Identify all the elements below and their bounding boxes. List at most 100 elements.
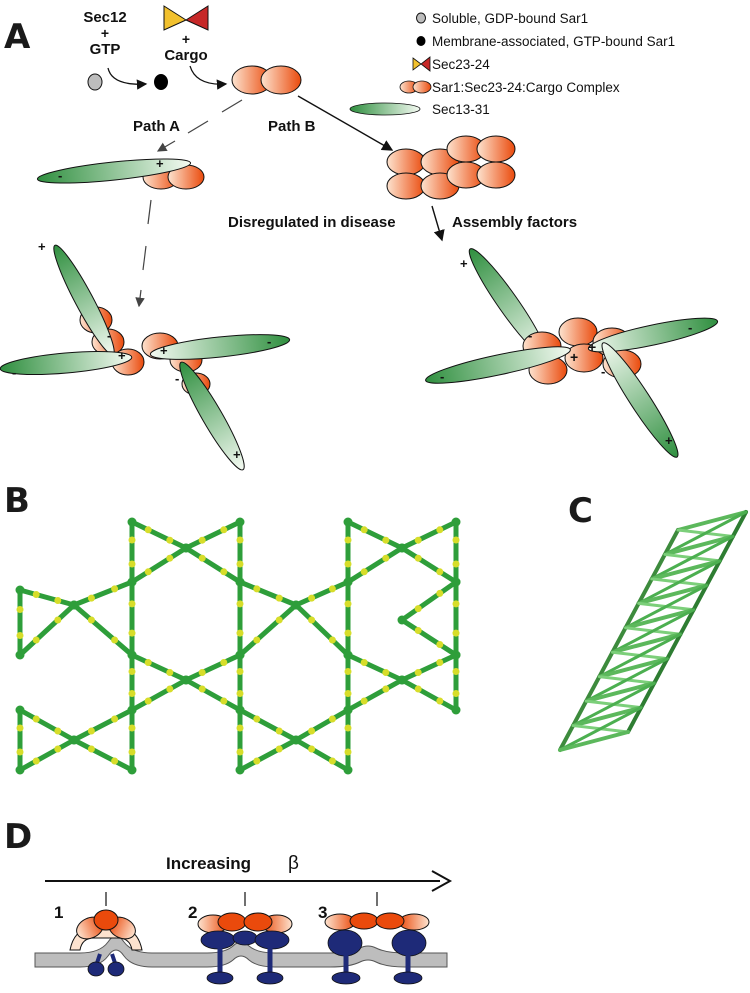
svg-text:-: - (440, 369, 444, 384)
cage-strut (652, 656, 670, 686)
lattice-bead (16, 606, 24, 613)
lattice-bead (382, 685, 390, 693)
lattice-bead (328, 757, 336, 765)
lattice-bead (54, 597, 62, 604)
lattice-rod (71, 737, 135, 773)
lattice-bead (360, 568, 368, 576)
svg-text:-: - (12, 365, 16, 380)
lattice-bead (32, 757, 40, 765)
lattice-bead (198, 554, 206, 562)
lattice-vertex (451, 650, 461, 660)
lattice-vertex (181, 675, 191, 685)
stage-1-label: 1 (54, 903, 63, 922)
lattice-vertex (235, 765, 245, 775)
lattice-bead (236, 629, 244, 637)
lattice-vertex (451, 517, 461, 527)
lattice-vertex (15, 650, 25, 660)
lattice-rod (71, 707, 135, 743)
lattice-vertex (181, 543, 191, 553)
svg-text:+: + (665, 433, 673, 448)
lattice-bead (220, 697, 228, 705)
rod-plus-sign: + (156, 156, 164, 171)
lattice-bead (54, 745, 62, 753)
cage-strut (558, 730, 630, 752)
lattice-rod (71, 602, 135, 658)
arrowhead-icon (431, 870, 453, 892)
lattice-rod (399, 677, 459, 713)
path-b-complex-tetramer (386, 135, 516, 200)
lattice-bead (452, 629, 460, 637)
lattice-bead (166, 536, 174, 544)
lattice-bead (198, 536, 206, 544)
lattice-bead (198, 669, 206, 676)
lattice-rod (293, 707, 351, 743)
lattice-vertex (15, 765, 25, 775)
lattice-bead (87, 745, 95, 753)
cage-strut (662, 528, 680, 557)
lattice-vertex (343, 705, 353, 715)
increasing-label: Increasing (166, 854, 251, 873)
cage-strut (584, 681, 657, 704)
path-a-dash-1 (221, 99, 243, 113)
cage-strut (558, 723, 576, 752)
lattice-rod (293, 579, 351, 608)
lattice-rod (293, 602, 351, 658)
cage-strut (623, 607, 696, 630)
lattice-vertex (235, 577, 245, 587)
legend-complex-icon (399, 80, 432, 94)
lattice-vertex (127, 765, 137, 775)
lattice-rod (17, 587, 77, 608)
lattice-vertex (343, 577, 353, 587)
lattice-bead (414, 669, 422, 676)
lattice-bead (16, 632, 24, 639)
lattice-bead (54, 727, 62, 735)
lattice-bead (452, 690, 460, 697)
lattice-vertex (127, 577, 137, 587)
disregulated-label: Disregulated in disease (228, 214, 396, 231)
cage-strut (665, 632, 683, 661)
lattice-rod (129, 519, 189, 551)
cage-strut (636, 583, 709, 606)
lattice-bead (236, 748, 244, 756)
lattice-bead (436, 568, 444, 576)
lattice-bead (308, 727, 316, 735)
lattice-bead (344, 748, 352, 756)
stage-3-label: 3 (318, 903, 327, 922)
lattice-bead (328, 585, 336, 593)
lattice-bead (360, 526, 368, 534)
lattice-bead (128, 536, 136, 544)
lattice-bead (308, 616, 316, 624)
lattice-bead (452, 668, 460, 675)
lattice-rod (183, 519, 243, 551)
lattice-vertex (69, 735, 79, 745)
lattice-bead (128, 748, 136, 756)
lattice-bead (166, 685, 174, 693)
lattice-bead (144, 568, 152, 576)
lattice-bead (253, 757, 261, 765)
stage-2-budding: 2 (188, 892, 293, 985)
cage-strut (623, 601, 641, 630)
lattice-bead (382, 669, 390, 676)
lattice-bead (236, 560, 244, 568)
stage-3-budding: 3 (318, 892, 430, 985)
lattice-rod (237, 579, 299, 608)
path-a-arrow-2 (135, 289, 145, 308)
svg-text:+: + (118, 348, 126, 363)
sec12-arrow (107, 67, 148, 90)
lattice-bead (128, 668, 136, 675)
cage-strut (678, 607, 696, 637)
svg-text:+: + (588, 339, 596, 355)
lattice-bead (236, 690, 244, 697)
lattice-bead (344, 724, 352, 732)
lattice-bead (87, 727, 95, 735)
lattice-bead (414, 554, 422, 562)
increasing-beta-axis: Increasing β (45, 853, 453, 892)
cage-strut (597, 650, 615, 679)
lattice-bead (436, 641, 444, 648)
cage-strut (571, 681, 656, 728)
lattice-bead (220, 659, 228, 666)
legend-sec23-24-icon (412, 56, 431, 72)
lattice-bead (414, 605, 422, 613)
cage-strut (558, 706, 643, 752)
lattice-bead (275, 745, 283, 753)
